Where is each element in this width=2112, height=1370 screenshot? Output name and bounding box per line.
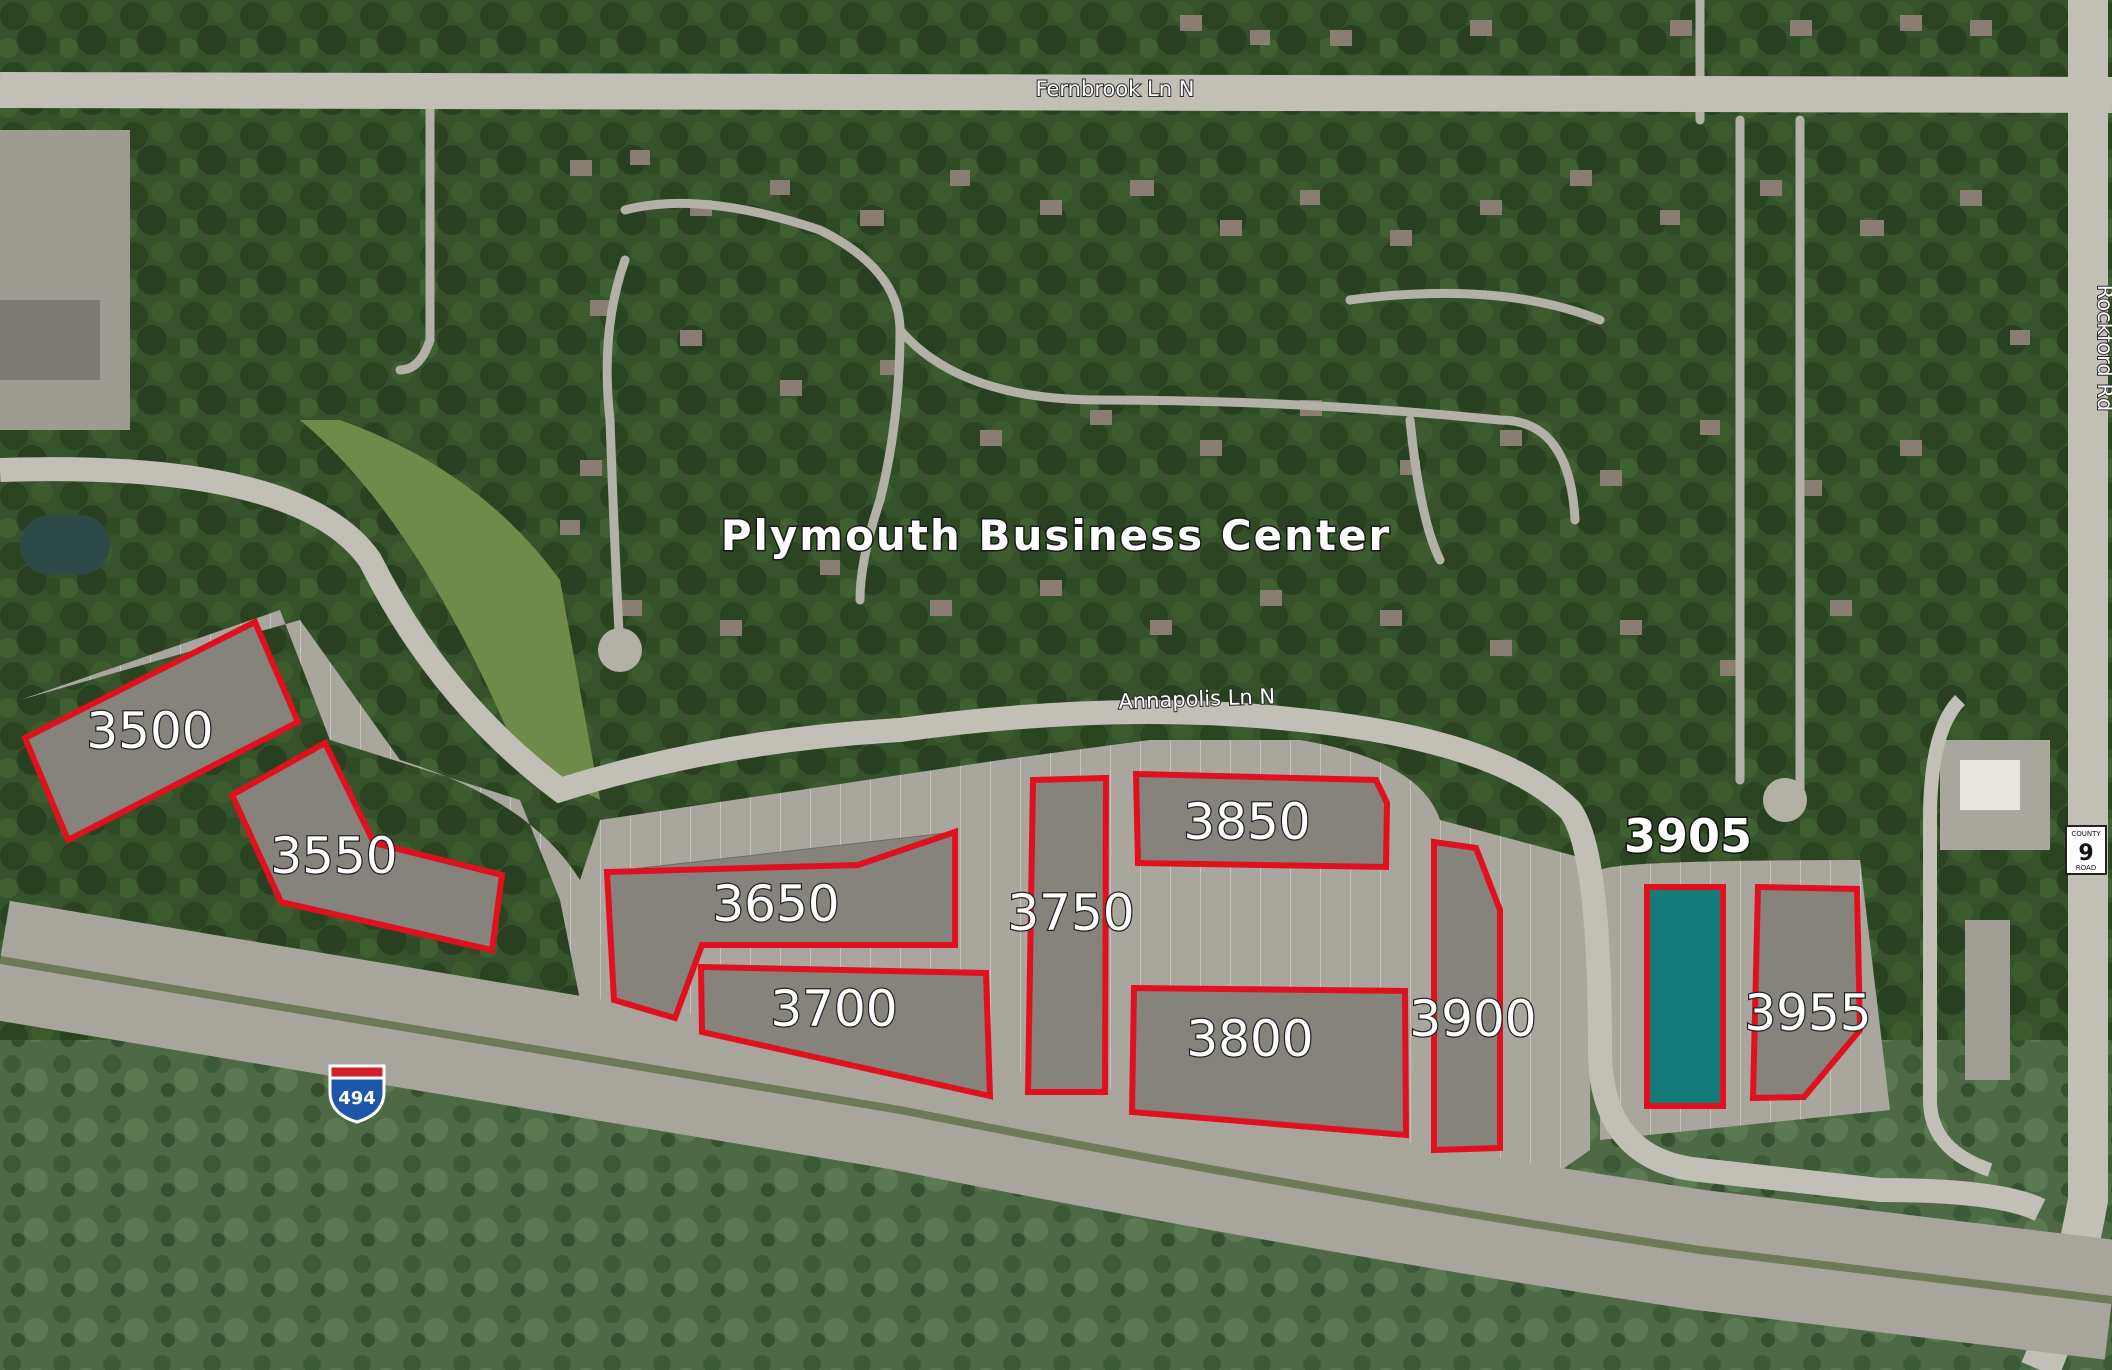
- grass-field: [300, 420, 600, 800]
- cul-de-sac-east: [1763, 778, 1807, 822]
- outline-3650: [603, 827, 958, 1022]
- outline-3550: [228, 738, 506, 954]
- outline-3750: [1024, 774, 1110, 1095]
- residential-houses: [560, 15, 2030, 676]
- county-sign-bottom: ROAD: [2076, 864, 2096, 872]
- parking-lot-northwest: [0, 130, 130, 430]
- outline-3500: [21, 617, 302, 845]
- residential-streets: [395, 0, 1805, 805]
- label-3900: 3900: [1409, 990, 1536, 1048]
- pond: [20, 515, 110, 575]
- retail-building: [1960, 760, 2020, 810]
- label-3905-featured: 3905: [1624, 809, 1752, 863]
- road-label-rockford: Rockford Rd: [2093, 285, 2112, 412]
- label-3700: 3700: [770, 980, 897, 1038]
- outline-3850: [1132, 770, 1391, 871]
- outline-3905: [1644, 884, 1726, 1109]
- interstate-number: 494: [338, 1088, 376, 1109]
- featured-building-3905-roof: [1646, 886, 1724, 1107]
- county-road-sign-icon: COUNTY 9 ROAD: [2065, 825, 2107, 875]
- map-title: Plymouth Business Center: [721, 511, 1391, 560]
- county-sign-number: 9: [2078, 841, 2093, 866]
- label-3750: 3750: [1007, 884, 1134, 942]
- building-northwest: [0, 300, 100, 380]
- outline-3800: [1128, 984, 1410, 1139]
- interstate-shield-icon: 494: [328, 1064, 386, 1124]
- cul-de-sac: [598, 628, 642, 672]
- interstate-median: [0, 956, 2112, 1304]
- outline-3955: [1749, 883, 1864, 1102]
- outline-3900: [1431, 838, 1503, 1154]
- label-3800: 3800: [1186, 1010, 1313, 1068]
- label-3550: 3550: [270, 827, 397, 885]
- label-3650: 3650: [712, 875, 839, 933]
- road-label-fernbrook: Fernbrook Ln N: [1036, 77, 1195, 101]
- strip-building-east: [1965, 920, 2010, 1080]
- outline-3700: [697, 963, 994, 1100]
- county-sign-top: COUNTY: [2071, 830, 2101, 838]
- label-3850: 3850: [1183, 793, 1310, 851]
- label-3500: 3500: [86, 702, 213, 760]
- label-3955: 3955: [1744, 984, 1871, 1042]
